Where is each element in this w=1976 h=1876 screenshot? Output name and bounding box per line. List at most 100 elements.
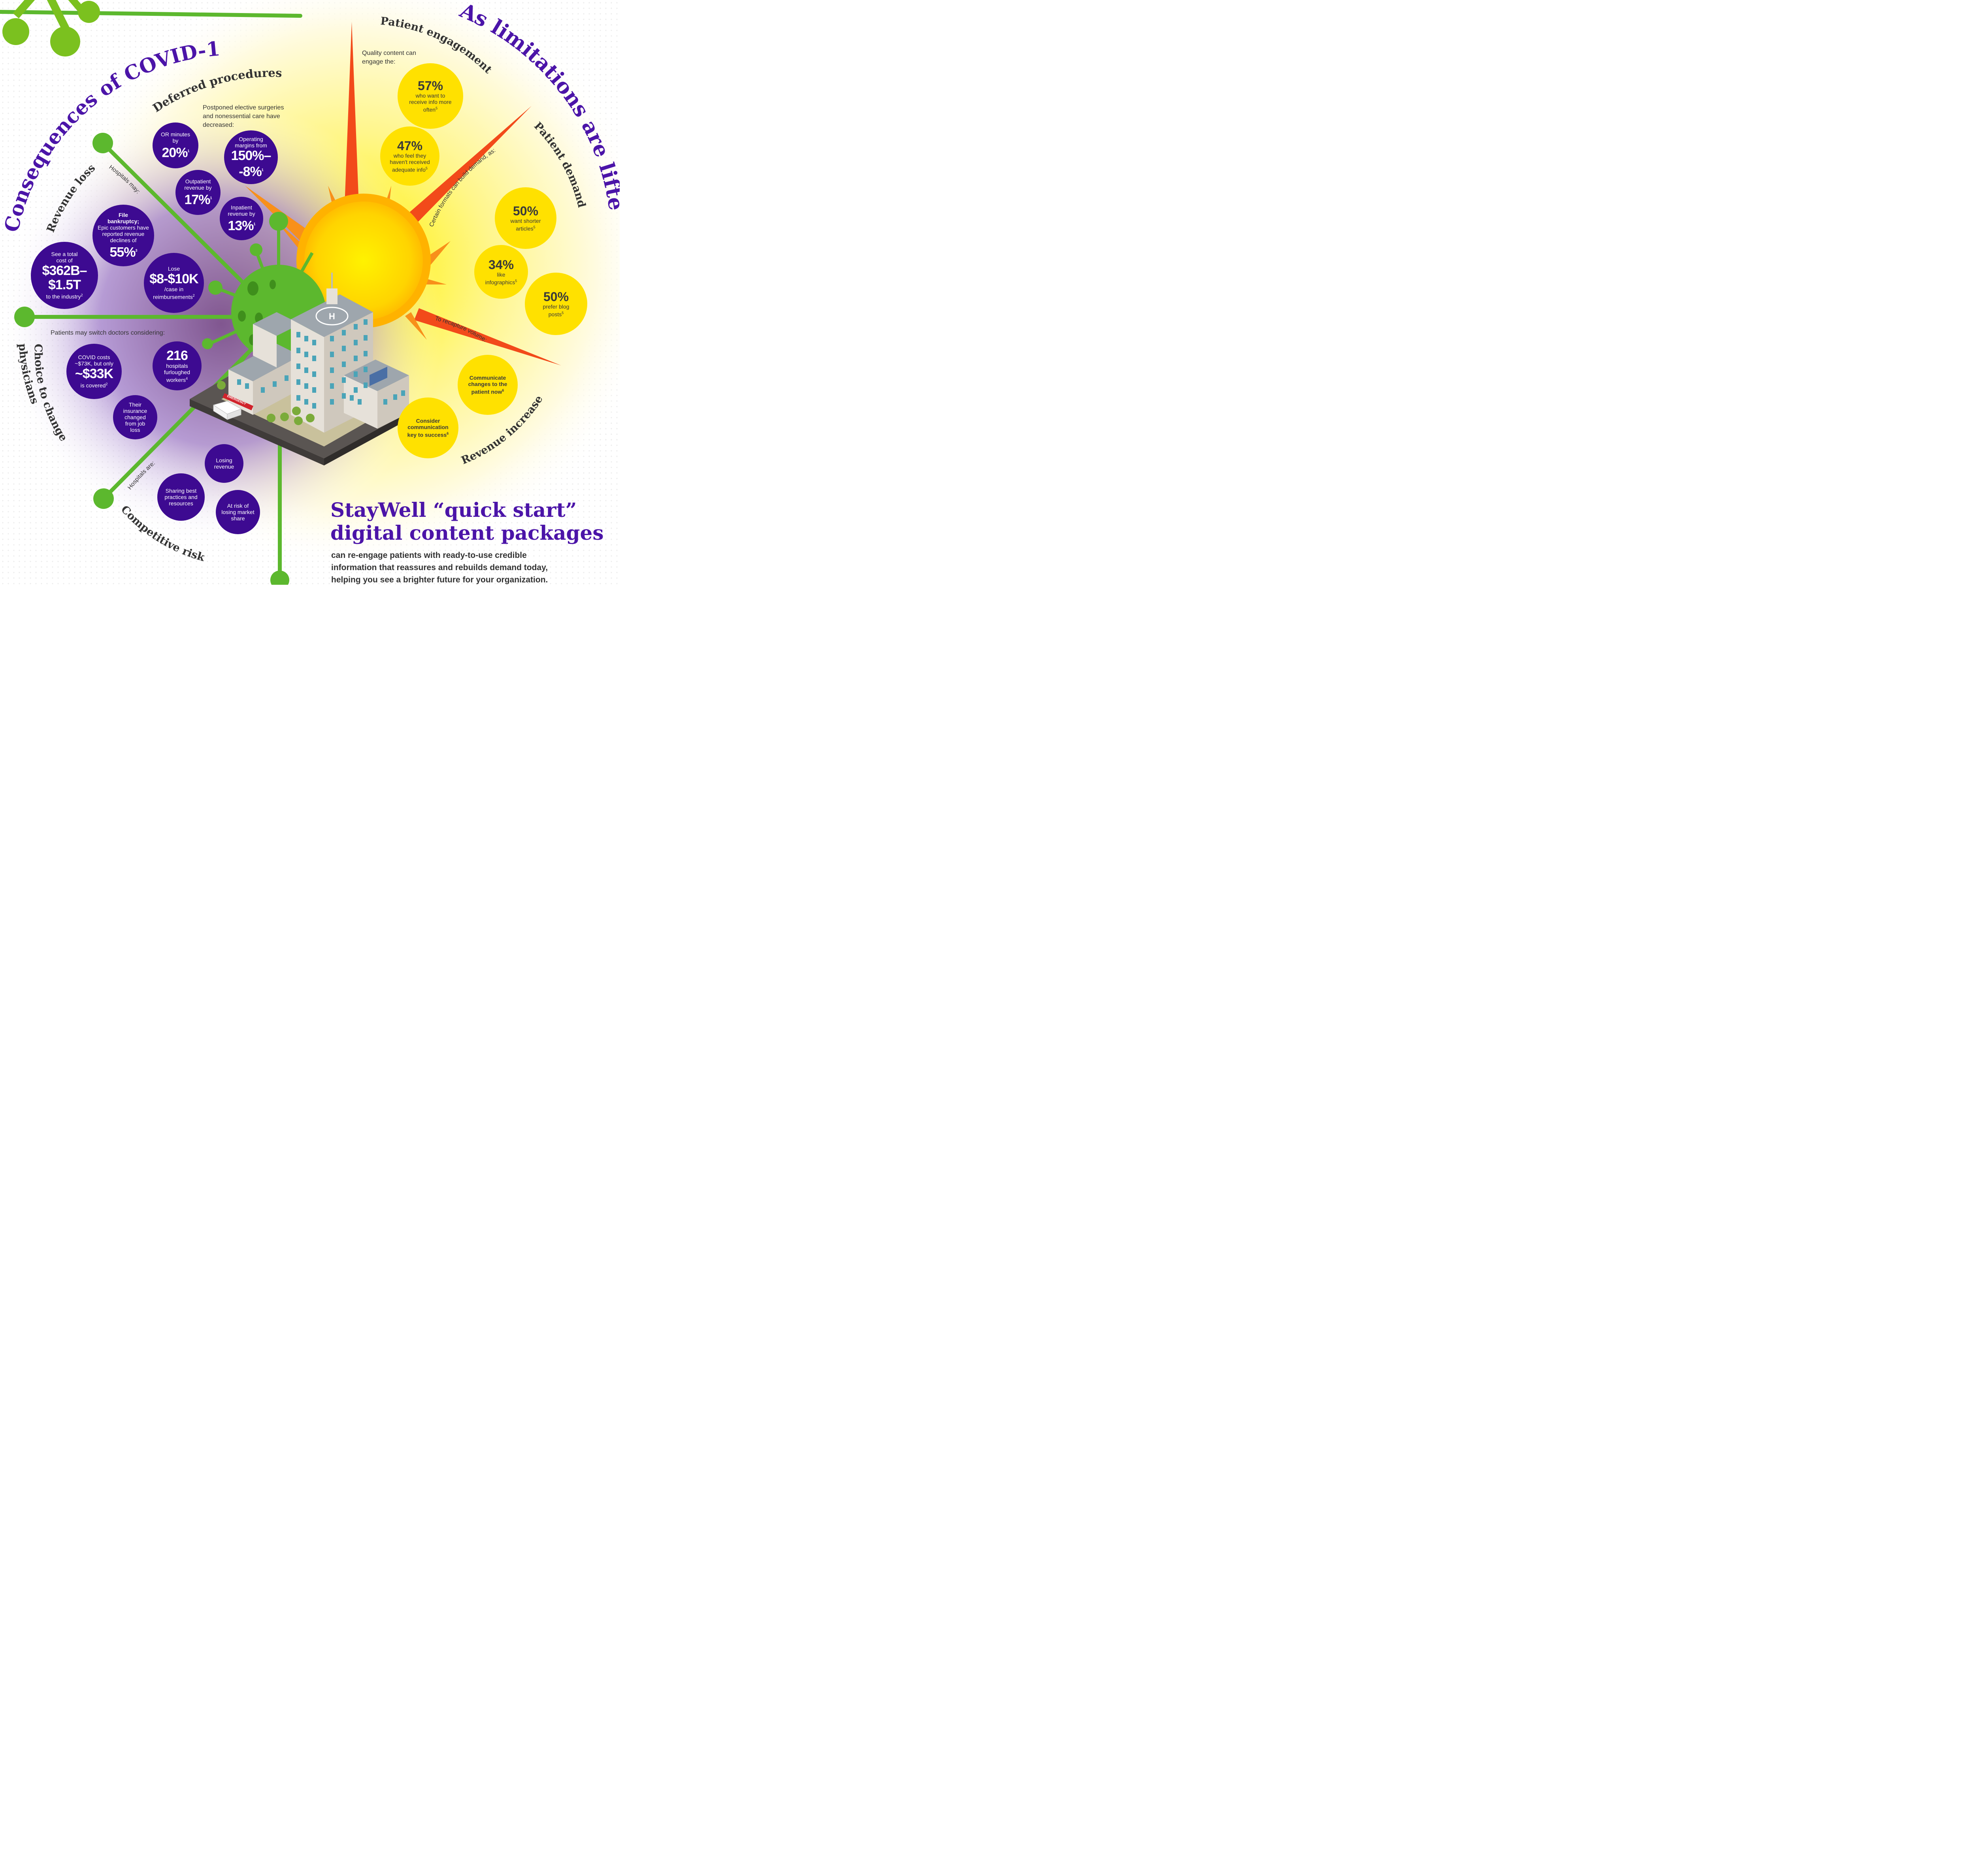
stat-inpatient: Inpatient revenue by 13%1 (220, 197, 263, 240)
cta-title: StayWell “quick start” digital content p… (330, 499, 603, 544)
stat-bankruptcy: File bankruptcy; Epic customers have rep… (92, 205, 154, 266)
stat-text: practices and (164, 494, 198, 500)
stat-covid-costs: COVID costs ~$73K, but only ~$33K is cov… (66, 344, 122, 399)
stat-text: key to success6 (407, 431, 449, 438)
stat-text: furloughed (164, 369, 190, 376)
stat-text: reported revenue (102, 230, 145, 237)
stat-text: by (172, 137, 179, 144)
stat-text: Lose (168, 266, 180, 272)
stat-total-cost: See a total cost of $362B– $1.5T to the … (31, 242, 98, 309)
stat-text: from job (125, 420, 145, 427)
stat-sharing: Sharing best practices and resources (157, 473, 205, 521)
stat-text: articles5 (516, 225, 535, 232)
stat-text: resources (169, 500, 193, 507)
stat-value: 50% (543, 290, 569, 304)
stat-value: 55%3 (109, 245, 137, 260)
infographic: H EME (0, 0, 620, 585)
stat-text: OR minutes (161, 131, 190, 137)
stat-text: like (497, 271, 505, 278)
cta-body-line: can re-engage patients with ready-to-use… (331, 551, 527, 560)
stat-text: See a total (51, 251, 78, 258)
stat-insurance: Their insurance changed from job loss (113, 395, 157, 439)
stat-text: haven't received (390, 159, 430, 166)
stat-text: declines of (110, 237, 137, 243)
stat-text: infographics5 (485, 279, 517, 286)
stat-text: Inpatient (231, 204, 252, 211)
stat-losing-revenue: Losing revenue (205, 444, 243, 483)
cta-title-line: StayWell “quick start” (330, 498, 577, 522)
stat-57-percent: 57% who want to receive info more often5 (398, 63, 463, 129)
revenue-increase-intro: To recapture volume: (434, 315, 488, 343)
stat-text: reimbursements2 (153, 294, 195, 300)
stat-text: At risk of (227, 503, 249, 509)
revenue-loss-title: Revenue loss (45, 162, 98, 234)
stat-reimbursements: Lose $8-$10K /case in reimbursements2 (144, 253, 204, 313)
stat-text: is covered2 (80, 382, 108, 389)
stat-communicate: Communicate changes to the patient now6 (458, 355, 518, 415)
stat-outpatient: Outpatient revenue by 17%1 (175, 170, 221, 215)
helipad-h: H (329, 311, 335, 321)
stat-text: communication (407, 424, 449, 431)
choice-intro: Patients may switch doctors considering: (51, 330, 165, 336)
stat-text: Operating (239, 136, 263, 142)
virus-icon (2, 0, 100, 57)
stat-text: prefer blog (543, 303, 569, 310)
stat-value: 20%1 (162, 145, 189, 160)
stat-value: ~$33K (75, 366, 113, 382)
stat-value: 34% (488, 258, 514, 272)
stat-text: often5 (423, 106, 438, 113)
stat-text: Communicate (469, 375, 506, 381)
stat-text: Losing (216, 457, 232, 463)
stat-or-minutes: OR minutes by 20%1 (153, 122, 198, 168)
stat-value: $1.5T (48, 277, 81, 293)
stat-text: ~$73K, but only (75, 360, 113, 367)
stat-text: COVID costs (78, 354, 110, 361)
stat-text: cost of (56, 257, 73, 264)
stat-text: who want to (415, 92, 445, 99)
competitive-intro: Hospitals are: (126, 460, 156, 491)
stat-text: Outpatient (185, 178, 211, 185)
stat-text: workers4 (166, 377, 188, 383)
engagement-intro: Quality content can engage the: (362, 49, 416, 66)
intro-line: Quality content can (362, 50, 416, 57)
stat-text: revenue by (184, 184, 212, 191)
stat-50-shorter: 50% want shorter articles5 (495, 187, 556, 249)
stat-text: bankruptcy; (107, 218, 140, 224)
stat-text: File (118, 211, 128, 218)
stat-value: 150%– (231, 148, 272, 163)
stat-text: patient now6 (471, 388, 504, 395)
stat-text: hospitals (166, 363, 188, 369)
stat-text: revenue (214, 463, 234, 470)
cta-body: can re-engage patients with ready-to-use… (331, 549, 548, 585)
revenue-loss-intro: Hospitals may: (108, 164, 141, 195)
stat-text: receive info more (409, 99, 452, 105)
intro-line: engage the: (362, 58, 396, 65)
stat-text: Consider (416, 418, 440, 424)
stat-text: loss (130, 427, 140, 433)
cta-title-line: digital content packages (330, 521, 604, 544)
stat-text: Epic customers have (98, 224, 149, 231)
stat-value: 57% (417, 79, 443, 93)
stat-text: insurance (123, 408, 147, 414)
intro-line: and nonessential care have (203, 113, 280, 120)
stat-text: revenue by (228, 210, 255, 217)
stat-text: changes to the (468, 381, 507, 388)
stat-operating-margins: Operating margins from 150%– -8%1 (224, 130, 278, 184)
stat-47-percent: 47% who feel they haven't received adequ… (380, 126, 439, 186)
stat-text: who feel they (393, 153, 426, 159)
cta-body-line: information that reassures and rebuilds … (331, 563, 548, 572)
stat-text: Their (129, 401, 141, 408)
stat-text: adequate info5 (392, 166, 428, 173)
hospital-illustration: H EME (190, 273, 411, 465)
cta-body-line: helping you see a brighter future for yo… (331, 575, 548, 584)
stat-value: 47% (397, 139, 423, 153)
stat-text: changed (124, 414, 146, 420)
stat-50-blog: 50% prefer blog posts5 (525, 273, 587, 335)
stat-text: posts5 (548, 311, 564, 318)
stat-furloughed: 216 hospitals furloughed workers4 (153, 341, 202, 390)
stat-text: to the industry2 (46, 293, 83, 300)
stat-value: $8-$10K (149, 271, 198, 287)
stat-text: Sharing best (165, 488, 197, 494)
stat-consider: Consider communication key to success6 (398, 397, 458, 458)
stat-value: $362B– (42, 263, 87, 279)
